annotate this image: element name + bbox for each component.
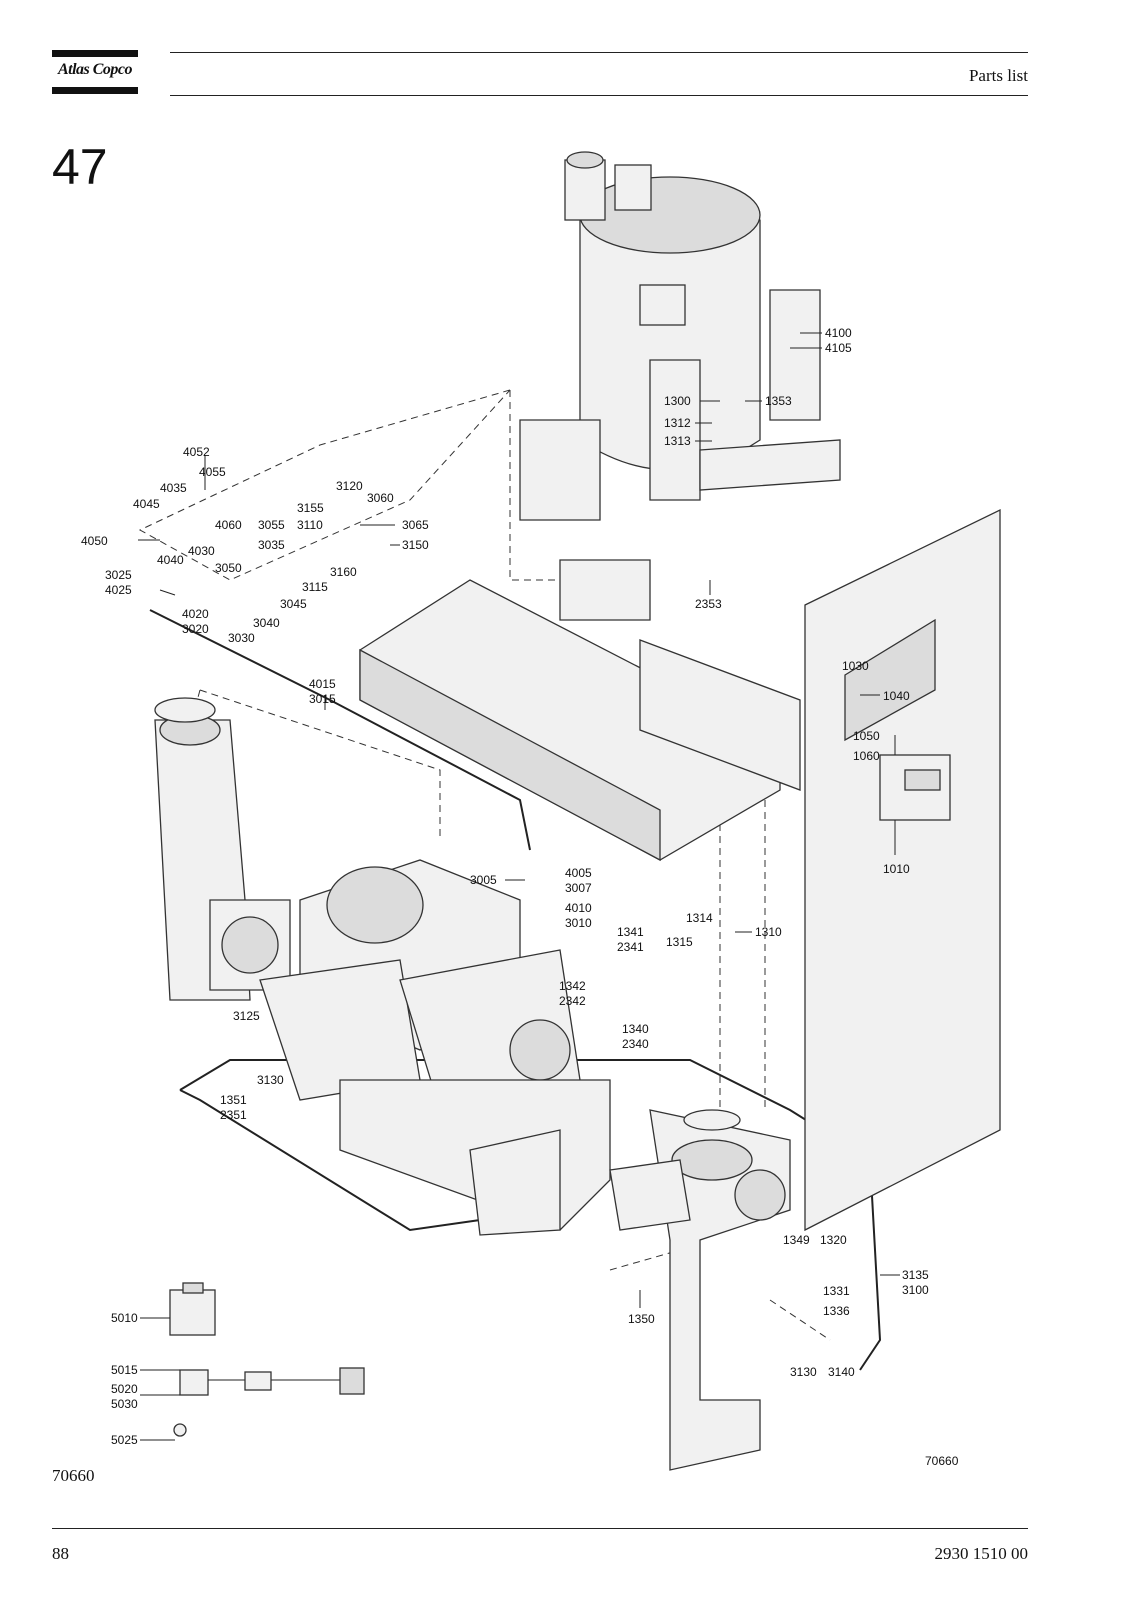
- callout-label: 3150: [402, 538, 429, 552]
- callout-label: 4030: [188, 544, 215, 558]
- callout-label: 2351: [220, 1108, 247, 1122]
- callout-label: 1030: [842, 659, 869, 673]
- callout-label: 2340: [622, 1037, 649, 1051]
- callout-label: 3130: [790, 1365, 817, 1379]
- callout-label: 4015: [309, 677, 336, 691]
- callout-label: 1300: [664, 394, 691, 408]
- callout-label: 4045: [133, 497, 160, 511]
- callout-label: 1312: [664, 416, 691, 430]
- compressor-elements: [259, 859, 611, 1236]
- callout-label: 1340: [622, 1022, 649, 1036]
- callout-label: 4105: [825, 341, 852, 355]
- callout-label: 4052: [183, 445, 210, 459]
- callout-label: 4055: [199, 465, 226, 479]
- callout-label: 1040: [883, 689, 910, 703]
- callout-label: 3045: [280, 597, 307, 611]
- callout-label: 3025: [105, 568, 132, 582]
- callout-label: 3040: [253, 616, 280, 630]
- page-number: 88: [52, 1544, 69, 1563]
- logo-wordmark: Atlas Copco: [57, 61, 133, 78]
- logo-bar-bottom: [52, 87, 138, 94]
- callout-label: 3130: [257, 1073, 284, 1087]
- callout-label: 4010: [565, 901, 592, 915]
- callout-label: 3007: [565, 881, 592, 895]
- callout-label: 3115: [302, 580, 328, 594]
- oil-separator-vessel: [519, 151, 841, 521]
- control-panel-board: [804, 508, 1001, 1232]
- callout-label: 3020: [182, 622, 209, 636]
- callout-label: 3110: [297, 518, 323, 532]
- figure-id-right: 70660: [925, 1454, 959, 1468]
- callout-label: 4025: [105, 583, 132, 597]
- header-title: Parts list: [968, 66, 1028, 85]
- document-number: 2930 1510 00: [934, 1544, 1029, 1563]
- callout-label: 3030: [228, 631, 255, 645]
- figure-id-left: 70660: [52, 1466, 95, 1485]
- callout-label: 4060: [215, 518, 242, 532]
- atlas-copco-logo: Atlas Copco: [52, 50, 138, 94]
- callout-label: 3035: [258, 538, 285, 552]
- callout-label: 3065: [402, 518, 429, 532]
- callout-label: 1349: [783, 1233, 810, 1247]
- callout-label: 5010: [111, 1311, 138, 1325]
- callout-label: 5030: [111, 1397, 138, 1411]
- callout-label: 3125: [233, 1009, 260, 1023]
- callout-label: 5020: [111, 1382, 138, 1396]
- callout-label: 4035: [160, 481, 187, 495]
- callout-label: 2341: [617, 940, 644, 954]
- callout-label: 4100: [825, 326, 852, 340]
- logo-bar-top: [52, 50, 138, 57]
- callout-label: 1010: [883, 862, 910, 876]
- footer-rule: [52, 1528, 1028, 1529]
- callout-label: 5025: [111, 1433, 138, 1447]
- callout-label: 3160: [330, 565, 357, 579]
- callout-label: 1331: [823, 1284, 850, 1298]
- outlet-pipe-assembly: [609, 1109, 791, 1471]
- callout-label: 5015: [111, 1363, 138, 1377]
- oil-cooler: [359, 559, 801, 862]
- callout-label: 2342: [559, 994, 586, 1008]
- callout-label: 3015: [309, 692, 336, 706]
- callout-label: 3055: [258, 518, 285, 532]
- callout-label: 3120: [336, 479, 363, 493]
- callout-label: 1336: [823, 1304, 850, 1318]
- callout-label: 3100: [902, 1283, 929, 1297]
- callout-label: 1314: [686, 911, 713, 925]
- callout-label: 3060: [367, 491, 394, 505]
- callout-label: 3140: [828, 1365, 855, 1379]
- callout-label: 1050: [853, 729, 880, 743]
- callout-label: 1315: [666, 935, 693, 949]
- callout-label: 3135: [902, 1268, 929, 1282]
- callout-label: 3010: [565, 916, 592, 930]
- callout-label: 1320: [820, 1233, 847, 1247]
- callout-label: 1350: [628, 1312, 655, 1326]
- callout-label: 1310: [755, 925, 782, 939]
- callout-label: 1353: [765, 394, 792, 408]
- callout-label: 4040: [157, 553, 184, 567]
- header-rule-bottom: [170, 95, 1028, 96]
- callout-label: 4020: [182, 607, 209, 621]
- callout-label: 3005: [470, 873, 497, 887]
- header-rule-top: [170, 52, 1028, 53]
- callout-label: 1341: [617, 925, 644, 939]
- callout-label: 1351: [220, 1093, 247, 1107]
- callout-label: 2353: [695, 597, 722, 611]
- air-intake-duct: [154, 697, 291, 1001]
- callout-label: 1342: [559, 979, 586, 993]
- callout-label: 3155: [297, 501, 324, 515]
- solenoid-valve-assembly: [169, 1282, 365, 1437]
- callout-label: 1060: [853, 749, 880, 763]
- section-number: 47: [52, 139, 108, 195]
- callout-label: 4005: [565, 866, 592, 880]
- callout-label: 1313: [664, 434, 691, 448]
- callout-label: 3050: [215, 561, 242, 575]
- callout-label: 4050: [81, 534, 108, 548]
